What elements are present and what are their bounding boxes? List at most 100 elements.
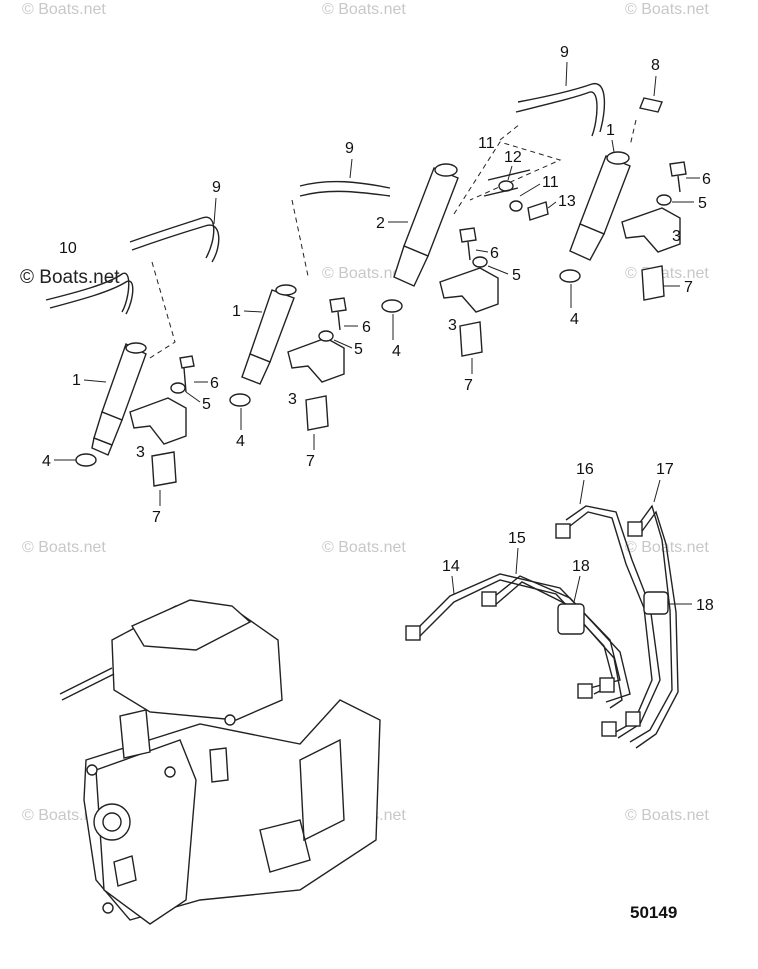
callout: 9: [560, 44, 569, 61]
washer-5: [318, 330, 334, 342]
washer-5: [170, 382, 186, 394]
callout: 4: [42, 453, 51, 470]
injection-pump: [59, 599, 381, 925]
clamp-3: [129, 397, 187, 445]
clamp-3: [439, 267, 499, 313]
washer-4: [381, 299, 403, 313]
fitting-nut: [405, 625, 421, 641]
callout: 1: [232, 303, 241, 320]
washer-5: [472, 256, 488, 268]
watermark: © Boats.net: [22, 1, 106, 18]
sleeve-7: [305, 395, 329, 431]
watermark: © Boats.net: [322, 1, 406, 18]
injector-group-d: 9 8 1 4 3 6 5 7: [499, 44, 711, 328]
fitting-nut: [601, 721, 617, 737]
callout: 17: [656, 461, 674, 478]
callout: 4: [236, 433, 245, 450]
injector: [569, 151, 631, 261]
injector: [241, 284, 297, 385]
callout: 3: [288, 391, 297, 408]
callout: 6: [490, 245, 499, 262]
washer-4: [229, 393, 251, 407]
clamp-3: [287, 337, 345, 383]
bolt-13: [527, 201, 549, 221]
callout: 4: [392, 343, 401, 360]
injector-group-b: 9 1 4 3 6 5 7: [229, 140, 391, 470]
callout: 18: [572, 558, 590, 575]
callout: 5: [354, 341, 363, 358]
fuel-line-16: [565, 505, 661, 739]
return-hose-9: [131, 224, 220, 263]
callout: 6: [362, 319, 371, 336]
return-hose-10: [49, 280, 134, 315]
callout: 2: [376, 215, 385, 232]
callout: 3: [136, 444, 145, 461]
bolt-6: [459, 227, 477, 261]
washer-11: [509, 200, 523, 212]
fuel-line-15: [489, 575, 631, 703]
callout: 5: [202, 396, 211, 413]
sleeve-7: [641, 265, 665, 301]
fuel-lines: 14 15 16 17 18 18: [405, 461, 714, 749]
return-hose-9: [299, 180, 391, 189]
callout: 16: [576, 461, 594, 478]
washer-4: [559, 269, 581, 283]
callout: 7: [306, 453, 315, 470]
return-hose-9: [517, 83, 606, 133]
fitting-nut: [481, 591, 497, 607]
callout: 3: [672, 228, 681, 245]
watermark-prominent: © Boats.net: [20, 267, 120, 288]
callout: 7: [684, 279, 693, 296]
callout: 11: [478, 135, 495, 152]
bolt-6: [669, 161, 687, 193]
watermarks: © Boats.net © Boats.net © Boats.net © Bo…: [20, 1, 709, 824]
bolt-6: [329, 297, 347, 331]
callout: 5: [512, 267, 521, 284]
cap-8: [639, 97, 663, 113]
fuel-line-17: [629, 504, 673, 743]
clip-18: [557, 603, 585, 635]
fitting-nut: [625, 711, 641, 727]
callout: 9: [212, 179, 221, 196]
callout: 10: [59, 240, 77, 257]
callout: 11: [542, 174, 559, 191]
watermark: © Boats.net: [22, 539, 106, 556]
callout: 4: [570, 311, 579, 328]
callout: 12: [504, 149, 522, 166]
fitting-nut: [577, 683, 593, 699]
fitting-nut: [599, 677, 615, 693]
callout: 5: [698, 195, 707, 212]
injector-group-a: 10 9 1 4 3 6 5 7: [42, 179, 221, 526]
injector: [91, 342, 147, 456]
watermark: © Boats.net: [625, 807, 709, 824]
callout: 15: [508, 530, 526, 547]
watermark: © Boats.net: [625, 265, 709, 282]
washer-4: [75, 453, 97, 467]
watermark: © Boats.net: [322, 265, 406, 282]
sleeve-7: [459, 321, 483, 357]
fitting-nut: [627, 521, 643, 537]
sleeve-7: [151, 451, 177, 487]
callout: 13: [558, 193, 576, 210]
callout: 1: [606, 122, 615, 139]
callout: 9: [345, 140, 354, 157]
injector: [393, 163, 459, 287]
clip-18: [643, 591, 669, 615]
injector-group-c: 2 4 3 6 5 7 11 12 11 13: [376, 135, 576, 394]
callout: 7: [464, 377, 473, 394]
callout: 1: [72, 372, 81, 389]
callout: 8: [651, 57, 660, 74]
callout: 6: [210, 375, 219, 392]
callout: 6: [702, 171, 711, 188]
callout: 7: [152, 509, 161, 526]
washer-5: [656, 194, 672, 206]
fuel-line-14: [411, 573, 621, 689]
figure-number: 50149: [630, 903, 677, 922]
fitting-nut: [555, 523, 571, 539]
callout: 14: [442, 558, 460, 575]
watermark: © Boats.net: [625, 1, 709, 18]
watermark: © Boats.net: [322, 539, 406, 556]
callout: 18: [696, 597, 714, 614]
callout: 3: [448, 317, 457, 334]
